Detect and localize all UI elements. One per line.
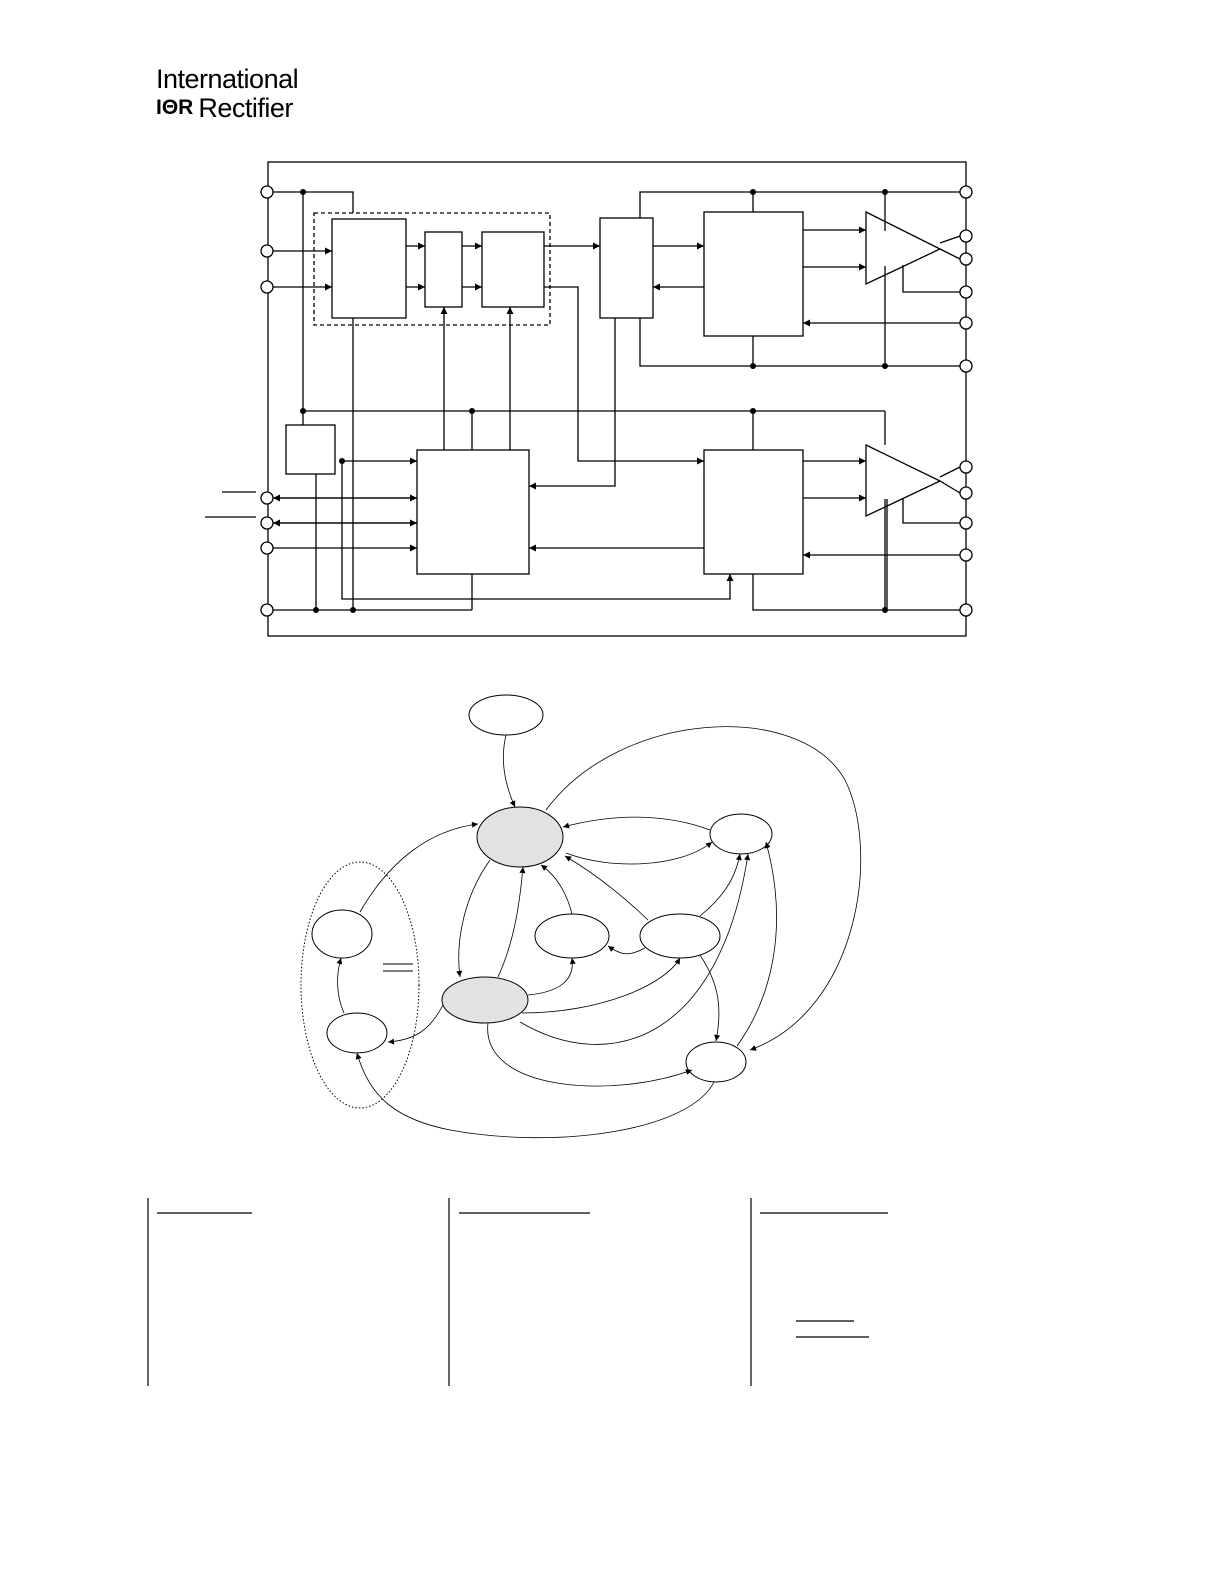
- pin-right-8: [959, 486, 973, 500]
- pin-left-6: [260, 541, 274, 555]
- block-low-side-logic: [703, 449, 804, 575]
- pin-right-4: [959, 285, 973, 299]
- block-regulator: [285, 424, 336, 475]
- state-group-upper: [311, 909, 373, 959]
- block-narrow: [424, 231, 463, 308]
- state-upper-right: [709, 813, 773, 855]
- left-pins: [260, 185, 274, 617]
- block-stage-3: [481, 231, 545, 308]
- block-control-logic: [416, 449, 530, 575]
- pin-right-7: [959, 460, 973, 474]
- pin-right-6: [959, 359, 973, 373]
- state-lower-right: [685, 1041, 747, 1083]
- pin-right-3: [959, 252, 973, 266]
- block-input-stage: [331, 218, 407, 319]
- right-pins: [959, 185, 973, 617]
- logo-row-2: IΘR Rectifier: [156, 94, 298, 122]
- block-selector: [599, 217, 654, 319]
- pin-left-2: [260, 244, 274, 258]
- company-logo: International IΘR Rectifier: [156, 64, 299, 122]
- logo-wordmark-rectifier: Rectifier: [198, 93, 293, 123]
- state-transitions: [336, 726, 862, 1139]
- logo-wordmark-international: International: [156, 64, 299, 94]
- state-start: [468, 694, 544, 736]
- pin-right-11: [959, 603, 973, 617]
- block-diagram: [205, 161, 973, 637]
- block-high-side-logic: [703, 211, 804, 337]
- bottom-columns: [147, 1198, 888, 1386]
- state-main-lower: [441, 976, 529, 1024]
- logo-ior-mark: IΘR: [156, 96, 194, 119]
- ic-package-outline: [267, 161, 967, 637]
- pin-right-5: [959, 316, 973, 330]
- pin-left-3: [260, 280, 274, 294]
- pin-right-9: [959, 516, 973, 530]
- dashed-subsystem-boundary: [313, 212, 551, 326]
- state-diagram: [300, 694, 862, 1139]
- state-group-boundary: [300, 861, 420, 1109]
- state-group-lower: [326, 1012, 388, 1054]
- pin-right-10: [959, 548, 973, 562]
- wiring: [273, 191, 961, 611]
- junction-dots: [300, 189, 888, 613]
- pin-left-4: [260, 491, 274, 505]
- pin-left-7: [260, 603, 274, 617]
- pin-right-2: [959, 229, 973, 243]
- state-main-upper: [476, 806, 564, 868]
- pin-right-1: [959, 185, 973, 199]
- pin-left-1: [260, 185, 274, 199]
- state-center: [534, 913, 610, 959]
- pin-left-5: [260, 516, 274, 530]
- state-center-right: [639, 913, 721, 959]
